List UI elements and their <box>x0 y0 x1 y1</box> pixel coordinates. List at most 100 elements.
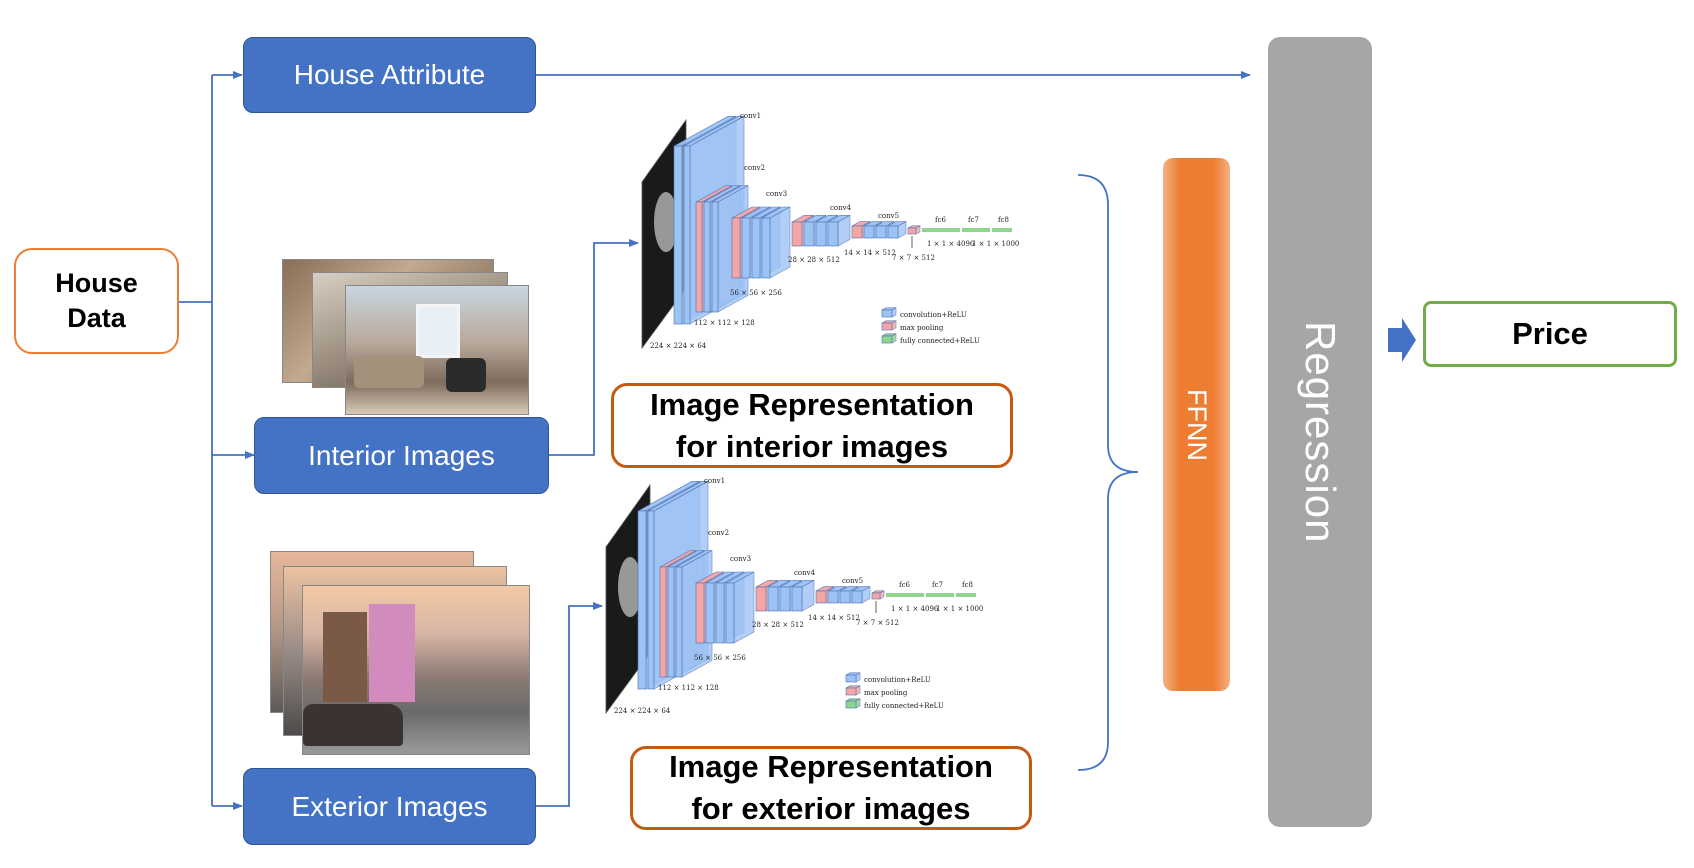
cnn-architecture-exterior: conv1 224 × 224 × 64 conv2 112 × 112 × 128 c… <box>605 477 983 715</box>
cnn-conv3-c-front <box>725 582 735 644</box>
regression-label: Regression <box>1297 320 1344 544</box>
cnn-dim-56: 56 × 56 × 256 <box>694 654 746 662</box>
cnn-conv1-b-front <box>683 145 691 325</box>
cnn-fc7 <box>962 228 990 232</box>
cnn-fc6 <box>886 593 924 597</box>
cnn-conv4-b-front <box>779 586 791 612</box>
cnn-legend-fc-swatch-front <box>881 335 893 344</box>
cnn-legend-conv-swatch-front <box>881 309 893 318</box>
cnn-input-highlight <box>654 192 678 252</box>
cnn-label-conv1: conv1 <box>704 477 725 485</box>
cnn-fc6 <box>922 228 960 232</box>
edge-exterior-to-cnn <box>536 602 603 807</box>
cnn-legend-fc-swatch-front <box>845 700 857 709</box>
cnn-conv1-a-front <box>637 510 647 690</box>
cnn-legend-fc: fully connected+ReLU <box>900 337 980 345</box>
exterior-representation-node: Image Representation for exterior images <box>630 746 1032 830</box>
edge-regression-to-price <box>1388 318 1416 362</box>
exterior-images-node: Exterior Images <box>243 768 536 845</box>
house-attribute-node: House Attribute <box>243 37 536 113</box>
cnn-pool2-front <box>731 217 741 279</box>
cnn-dim-1000: 1 × 1 × 1000 <box>972 240 1019 248</box>
cnn-conv5-b-front <box>875 225 887 239</box>
ffnn-label: FFNN <box>1182 388 1212 461</box>
cnn-conv5-c-front <box>851 590 863 604</box>
exterior-representation-line1: Image Representation <box>669 749 993 785</box>
cnn-pool5-front <box>907 227 917 235</box>
cnn-fc7 <box>926 593 954 597</box>
interior-representation-line1: Image Representation <box>650 386 974 422</box>
cnn-label-fc7: fc7 <box>968 216 979 224</box>
cnn-conv3-c-side <box>769 206 791 279</box>
cnn-conv4-c-front <box>791 586 803 612</box>
cnn-conv5-c-front <box>887 225 899 239</box>
ffnn-node: FFNN <box>1163 158 1230 691</box>
cnn-legend-fc: fully connected+ReLU <box>864 702 944 710</box>
cnn-conv4-c-front <box>827 221 839 247</box>
cnn-label-conv4: conv4 <box>830 204 852 212</box>
cnn-architecture-interior: conv1 224 × 224 × 64 conv2 112 × 112 × 128 c… <box>641 112 1019 350</box>
cnn-pool4-front <box>851 225 863 239</box>
cnn-dim-7: 7 × 7 × 512 <box>856 619 899 627</box>
sofa-shape <box>354 356 424 388</box>
brace <box>1077 174 1139 771</box>
interior-representation-node: Image Representation for interior images <box>611 383 1013 468</box>
cnn-legend-pool: max pooling <box>864 689 908 697</box>
cnn-conv3-a-front <box>741 217 751 279</box>
cnn-pool1-front <box>659 566 667 678</box>
car-shape <box>303 704 403 746</box>
edge-interior-to-cnn <box>549 239 639 456</box>
cnn-legend-pool: max pooling <box>900 324 944 332</box>
cnn-label-conv5: conv5 <box>842 577 863 585</box>
cnn-label-conv2: conv2 <box>708 529 729 537</box>
cnn-legend-conv: convolution+ReLU <box>900 311 967 319</box>
cnn-legend-pool-swatch-front <box>881 322 893 331</box>
cnn-conv5-a-front <box>863 225 875 239</box>
cnn-conv4-a-front <box>767 586 779 612</box>
cnn-dim-56: 56 × 56 × 256 <box>730 289 782 297</box>
cnn-conv1-b-front <box>647 510 655 690</box>
cnn-conv4-a-front <box>803 221 815 247</box>
cnn-pool5-front <box>871 592 881 600</box>
cnn-label-fc7: fc7 <box>932 581 943 589</box>
cnn-conv1-a-front <box>673 145 683 325</box>
cnn-pool2-front <box>695 582 705 644</box>
house-data-node: House Data <box>14 248 179 354</box>
cnn-label-fc6: fc6 <box>935 216 947 224</box>
cnn-dim-112: 112 × 112 × 128 <box>658 684 719 692</box>
cnn-dim-28: 28 × 28 × 512 <box>752 621 804 629</box>
cnn-label-conv3: conv3 <box>730 555 751 563</box>
cnn-conv3-a-front <box>705 582 715 644</box>
cnn-conv5-b-front <box>839 590 851 604</box>
cnn-pool3-front <box>791 221 803 247</box>
cnn-input-highlight <box>618 557 642 617</box>
cnn-conv5-a-front <box>827 590 839 604</box>
cnn-dim-1000: 1 × 1 × 1000 <box>936 605 983 613</box>
cnn-conv3-b-front <box>751 217 761 279</box>
chair-shape <box>446 358 486 392</box>
cnn-label-conv1: conv1 <box>740 112 761 120</box>
cnn-dim-224: 224 × 224 × 64 <box>614 707 671 715</box>
cnn-label-fc6: fc6 <box>899 581 911 589</box>
cnn-dim-14: 14 × 14 × 512 <box>808 614 860 622</box>
cnn-label-conv4: conv4 <box>794 569 816 577</box>
cnn-label-conv2: conv2 <box>744 164 765 172</box>
cnn-conv2-b-front <box>675 566 683 678</box>
cnn-dim-112: 112 × 112 × 128 <box>694 319 755 327</box>
mural-building-shape <box>369 604 415 702</box>
cnn-dim-224: 224 × 224 × 64 <box>650 342 707 350</box>
exterior-photo-front <box>302 585 530 755</box>
cnn-conv2-b-front <box>711 201 719 313</box>
cnn-dim-4096: 1 × 1 × 4096 <box>891 605 939 613</box>
cnn-conv2-a-front <box>667 566 675 678</box>
cnn-conv2-a-front <box>703 201 711 313</box>
cnn-dim-14: 14 × 14 × 512 <box>844 249 896 257</box>
cnn-fc8 <box>992 228 1012 232</box>
regression-node: Regression <box>1268 37 1372 827</box>
cnn-legend-conv: convolution+ReLU <box>864 676 931 684</box>
interior-images-node: Interior Images <box>254 417 549 494</box>
cnn-dim-28: 28 × 28 × 512 <box>788 256 840 264</box>
cnn-conv3-b-front <box>715 582 725 644</box>
cnn-dim-7: 7 × 7 × 512 <box>892 254 935 262</box>
